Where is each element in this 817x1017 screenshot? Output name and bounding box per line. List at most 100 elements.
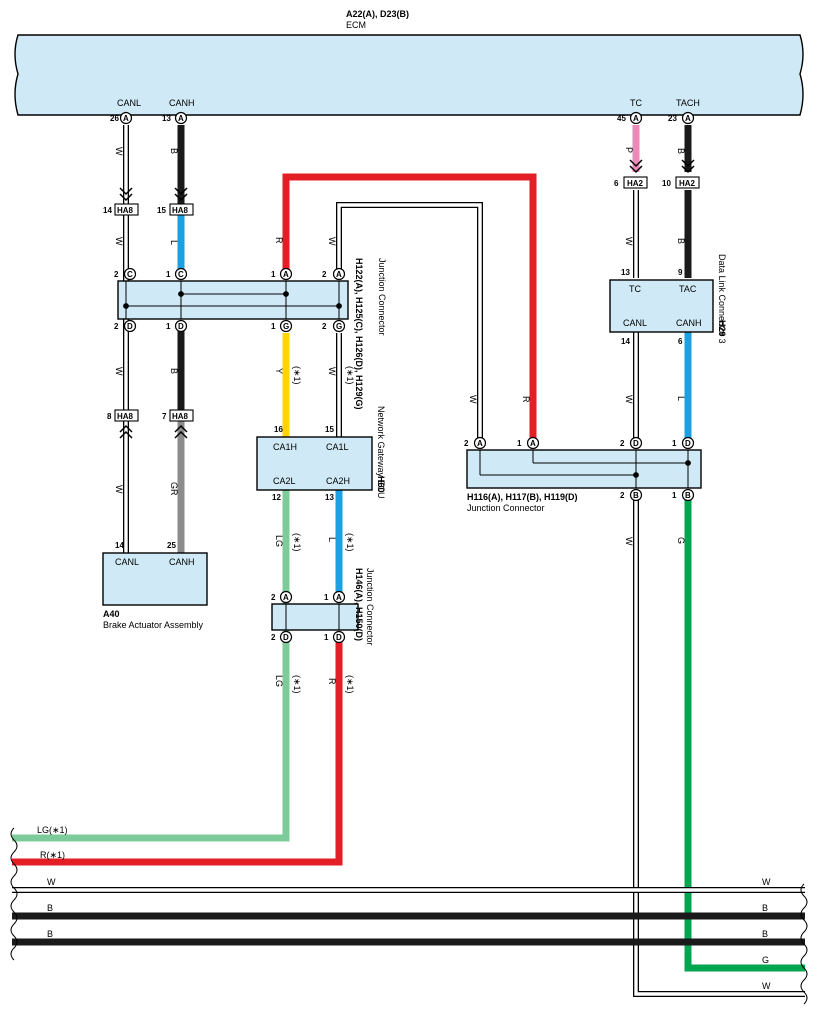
svg-text:W: W bbox=[114, 367, 124, 376]
svg-text:LG(∗1): LG(∗1) bbox=[37, 825, 68, 835]
svg-text:1: 1 bbox=[271, 322, 276, 331]
svg-text:HA8: HA8 bbox=[172, 412, 189, 421]
svg-text:C: C bbox=[127, 270, 133, 279]
svg-text:45: 45 bbox=[617, 114, 626, 123]
svg-text:G: G bbox=[676, 537, 686, 544]
svg-text:D: D bbox=[633, 439, 639, 448]
ecm-pin-canl-conn: 26 A bbox=[110, 111, 133, 125]
svg-text:G: G bbox=[283, 322, 289, 331]
dlc-pin-canl: CANL bbox=[623, 318, 647, 328]
dlc-code: H29 bbox=[717, 320, 727, 337]
dlc-num-13: 13 bbox=[621, 268, 630, 277]
svg-text:R(∗1): R(∗1) bbox=[40, 850, 65, 860]
jc-right-box bbox=[466, 449, 702, 489]
brake-num-14: 14 bbox=[115, 541, 124, 550]
svg-text:1: 1 bbox=[271, 270, 276, 279]
svg-text:W: W bbox=[762, 877, 771, 887]
gw-num-15: 15 bbox=[325, 425, 334, 434]
jc-upper-bus bbox=[123, 281, 342, 319]
svg-text:HA8: HA8 bbox=[172, 206, 189, 215]
svg-text:W: W bbox=[468, 395, 478, 404]
svg-text:B: B bbox=[676, 148, 686, 154]
jc-lower-title: H146(A), H150(D) bbox=[354, 568, 364, 641]
svg-text:B: B bbox=[633, 491, 639, 500]
svg-text:L: L bbox=[676, 396, 686, 401]
gateway-code: H60 bbox=[376, 476, 386, 493]
svg-text:R: R bbox=[274, 237, 284, 244]
jc-right-pins-top: 2 A 1 A 2 D 1 D bbox=[464, 436, 695, 450]
jc-right-title: H116(A), H117(B), H119(D) bbox=[467, 492, 578, 502]
jc-lower-name: Junction Connector bbox=[365, 568, 375, 646]
jc-lower-pins: 2 A 1 A 2 D 1 D bbox=[271, 590, 346, 644]
svg-text:2: 2 bbox=[464, 439, 469, 448]
svg-text:15: 15 bbox=[157, 206, 166, 215]
ecm-name: ECM bbox=[346, 20, 366, 30]
ecm-pin-canh-conn: 13 A bbox=[162, 111, 188, 125]
svg-text:B: B bbox=[47, 903, 53, 913]
dlc-pin-canh: CANH bbox=[676, 318, 702, 328]
svg-text:10: 10 bbox=[662, 179, 671, 188]
break-mark-left bbox=[10, 827, 18, 961]
svg-text:G: G bbox=[762, 955, 769, 965]
brake-name: Brake Actuator Assembly bbox=[103, 620, 204, 630]
wire-red-upper bbox=[282, 173, 537, 440]
svg-text:1: 1 bbox=[166, 270, 171, 279]
svg-text:2: 2 bbox=[620, 491, 625, 500]
gw-num-16: 16 bbox=[274, 425, 283, 434]
svg-text:Y: Y bbox=[274, 368, 284, 374]
svg-text:(∗1): (∗1) bbox=[345, 366, 355, 385]
gw-num-12: 12 bbox=[272, 493, 281, 502]
svg-text:A: A bbox=[685, 114, 691, 123]
svg-text:HA8: HA8 bbox=[117, 206, 134, 215]
dlc-num-6: 6 bbox=[678, 337, 683, 346]
svg-text:R: R bbox=[521, 396, 531, 403]
ecm-pin-tach: TACH bbox=[676, 98, 700, 108]
svg-text:23: 23 bbox=[668, 114, 677, 123]
svg-text:B: B bbox=[762, 929, 768, 939]
jc-upper-pins-bottom: 2 D 1 D 1 G 2 G bbox=[114, 319, 346, 333]
svg-text:B: B bbox=[676, 238, 686, 244]
svg-text:C: C bbox=[178, 270, 184, 279]
svg-text:D: D bbox=[283, 633, 289, 642]
svg-text:2: 2 bbox=[114, 322, 119, 331]
svg-text:G: G bbox=[336, 322, 342, 331]
svg-text:B: B bbox=[47, 929, 53, 939]
svg-text:1: 1 bbox=[672, 439, 677, 448]
svg-text:L: L bbox=[169, 240, 179, 245]
svg-text:A: A bbox=[336, 270, 342, 279]
gw-num-13: 13 bbox=[325, 493, 334, 502]
brake-pin-canl: CANL bbox=[115, 557, 139, 567]
svg-text:26: 26 bbox=[110, 114, 119, 123]
bus-labels: LG(∗1) R(∗1) W B B W B B G W bbox=[37, 825, 771, 991]
ecm-pin-tach-conn: 23 A bbox=[668, 111, 695, 125]
ecm-pin-tc-conn: 45 A bbox=[617, 111, 643, 125]
svg-text:7: 7 bbox=[162, 412, 167, 421]
svg-text:A: A bbox=[336, 593, 342, 602]
svg-text:W: W bbox=[624, 395, 634, 404]
harness-ha8-15: 15 HA8 bbox=[157, 187, 194, 216]
jc-right-name: Junction Connector bbox=[467, 503, 545, 513]
svg-text:A: A bbox=[123, 114, 129, 123]
ecm-box bbox=[14, 34, 804, 116]
harness-ha8-7: 7 HA8 bbox=[162, 409, 194, 439]
dlc-num-14: 14 bbox=[621, 337, 630, 346]
gateway-box bbox=[256, 436, 373, 491]
dlc-name: Data Link Connector 3 bbox=[717, 254, 727, 344]
break-mark-right bbox=[800, 883, 808, 1005]
gateway-name: Network Gateway ECU bbox=[376, 406, 386, 499]
svg-text:B: B bbox=[685, 491, 691, 500]
svg-text:1: 1 bbox=[166, 322, 171, 331]
harness-ha2-6: 6 HA2 bbox=[614, 159, 648, 189]
svg-text:W: W bbox=[624, 237, 634, 246]
wire-color-labels: W B W L W B W GR R W Y (∗1) W (∗1) LG (∗… bbox=[114, 147, 686, 694]
harness-ha8-14: 14 HA8 bbox=[103, 187, 139, 216]
svg-text:A: A bbox=[477, 439, 483, 448]
jc-upper-title: H122(A), H125(C), H126(D), H129(G) bbox=[354, 258, 364, 410]
svg-text:(∗1): (∗1) bbox=[292, 533, 302, 552]
svg-text:2: 2 bbox=[114, 270, 119, 279]
jc-upper-name: Junction Connector bbox=[377, 258, 387, 336]
ecm-title: A22(A), D23(B) bbox=[346, 9, 409, 19]
jc-upper-pins-top: 2 C 1 C 1 A 2 A bbox=[114, 267, 346, 281]
svg-text:HA8: HA8 bbox=[117, 412, 134, 421]
svg-text:GR: GR bbox=[169, 482, 179, 496]
